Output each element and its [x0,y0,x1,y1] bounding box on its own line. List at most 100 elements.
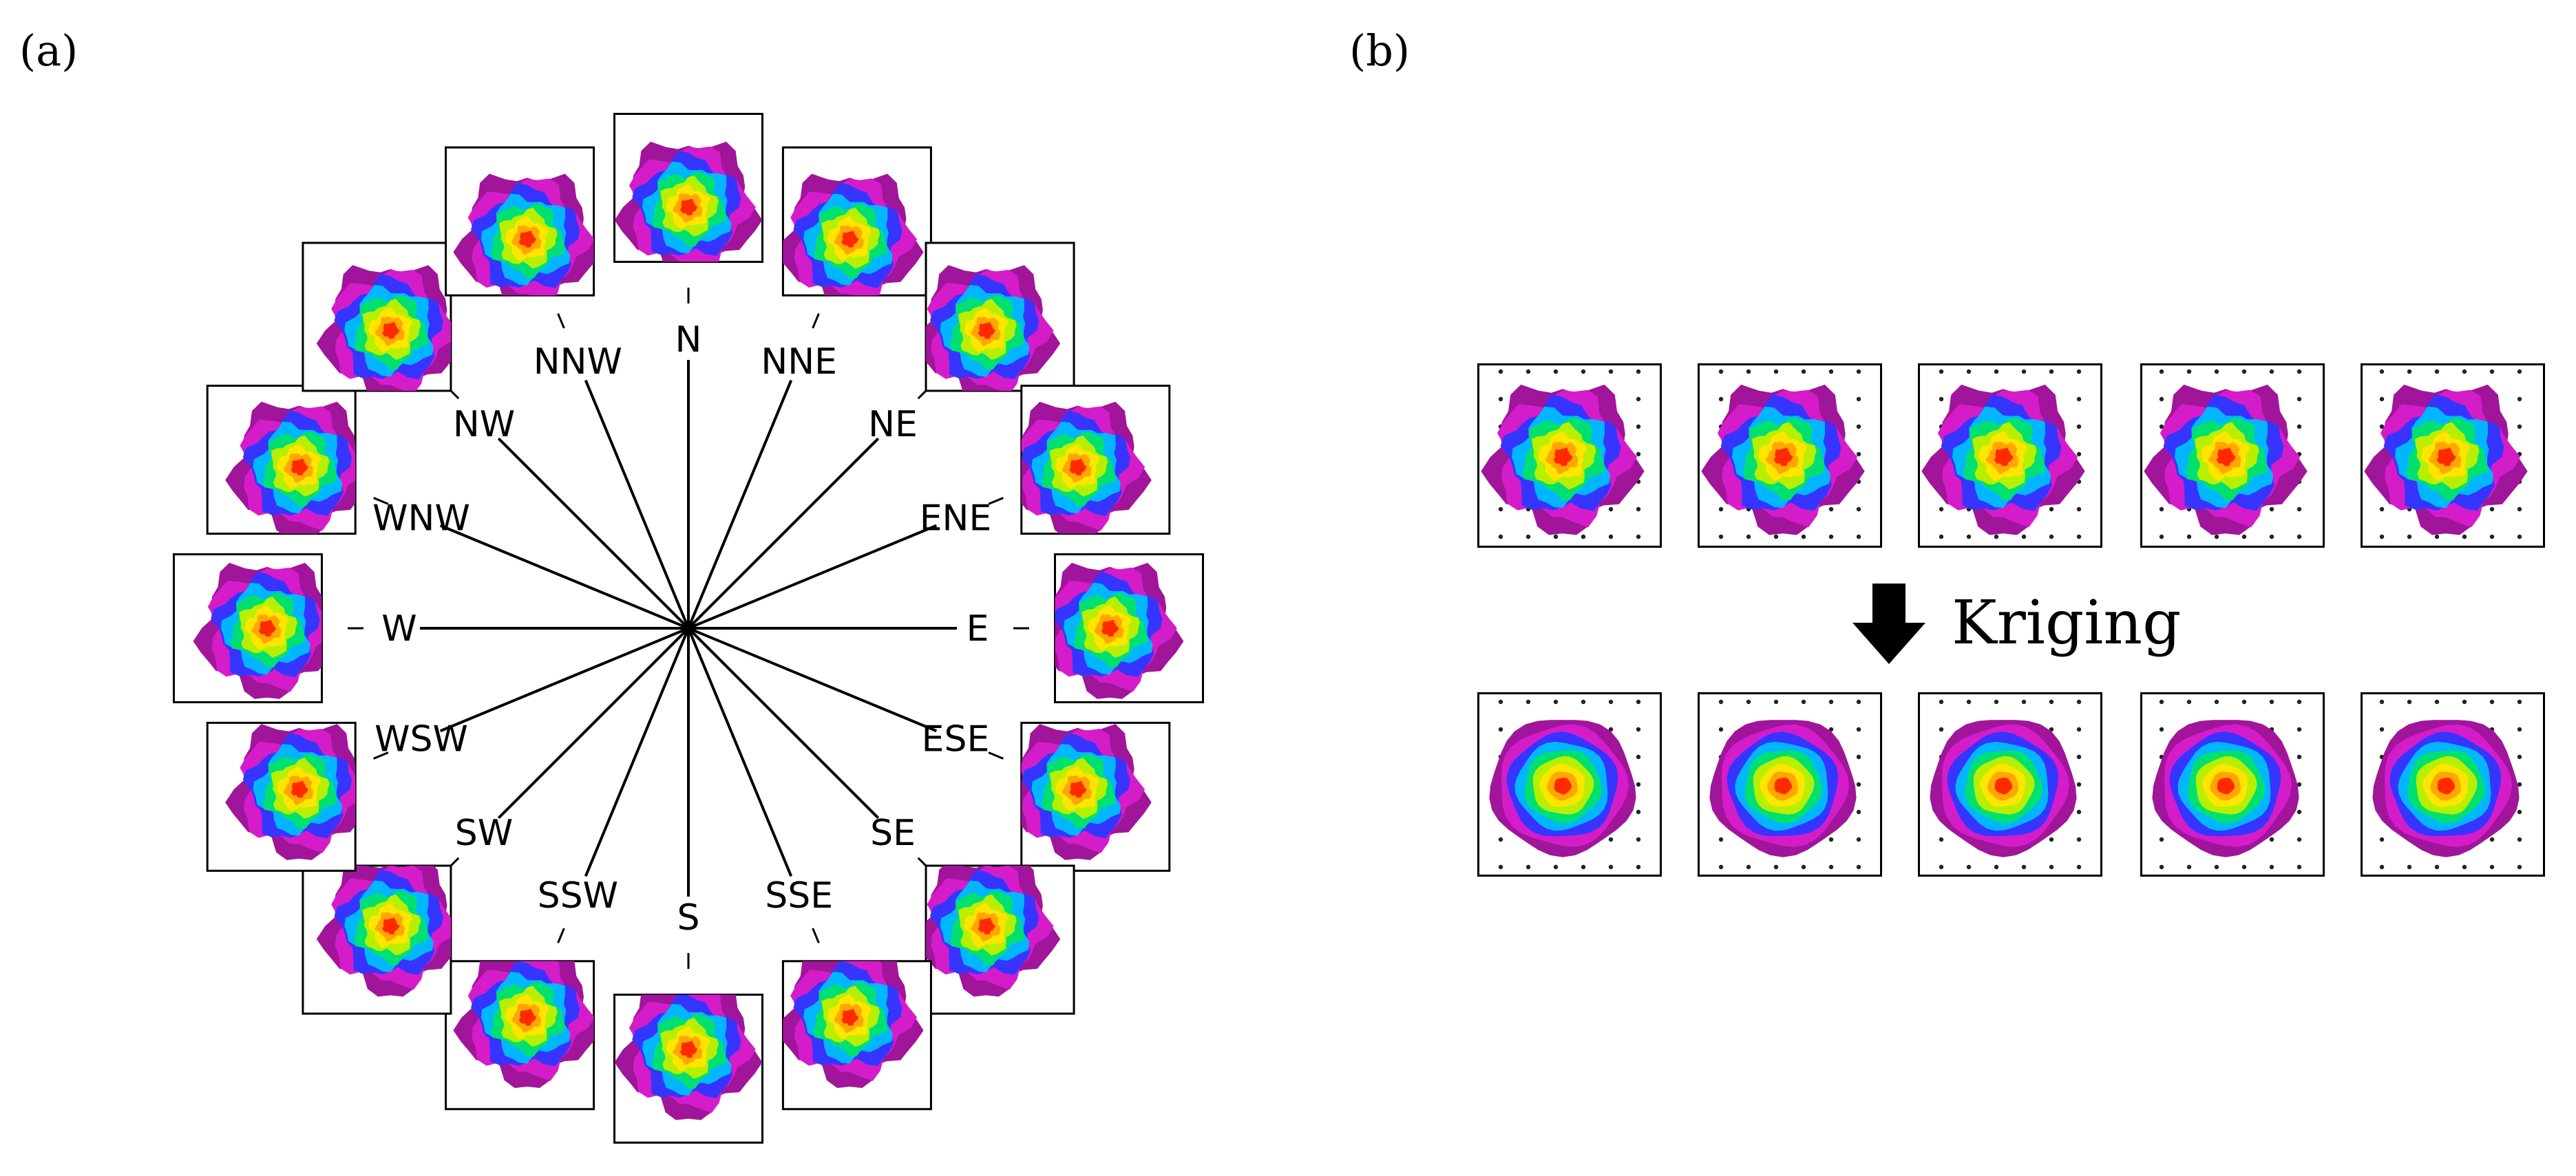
contour-level [518,231,536,248]
direction-label-ene: ENE [920,498,992,539]
heatmap-blob [1489,720,1636,857]
contour-level [1101,619,1119,637]
heatmap-sw [302,864,452,1015]
heatmap-nnw [445,146,595,297]
heatmap-blob [225,724,356,860]
contour-level [1773,447,1793,467]
raw-heatmap-5 [2361,363,2545,548]
direction-label-n: N [675,319,702,361]
direction-label-nw: NW [453,404,515,445]
contour-level [382,321,400,339]
raw-heatmap-row [1477,363,2545,548]
direction-heatmaps [173,113,1204,1144]
heatmap-e [1054,553,1204,703]
heatmap-ne [925,242,1075,392]
contour-level [1553,447,1573,467]
contour-level [679,198,698,216]
tick-ssw [557,928,565,943]
contour-level [2216,447,2236,467]
direction-label-ne: NE [868,404,918,445]
heatmap-blob [2372,720,2520,857]
kriged-heatmap-2 [1698,692,1882,877]
tick-ese [988,751,1004,760]
down-arrow-icon [1852,584,1925,664]
tick-wnw [373,497,389,505]
contour-level [1994,447,2014,467]
heatmap-blob [783,961,924,1089]
heatmap-blob [2144,384,2308,535]
heatmap-ssw [445,960,595,1111]
tick-nne [812,313,820,329]
heatmap-w [173,553,323,703]
contour-level [841,231,859,248]
contour-level [2217,778,2235,795]
heatmap-ese [1020,721,1171,872]
kriged-heatmap-row [1477,692,2545,877]
kriged-heatmap-1 [1477,692,1662,877]
raw-heatmap-3 [1918,363,2102,548]
heatmap-blob [453,173,594,296]
heatmap-blob [453,961,594,1089]
heatmap-blob [1055,562,1184,699]
contour-level [291,458,308,475]
kriged-heatmap-4 [2140,692,2325,877]
heatmap-wsw [206,721,357,872]
heatmap-nw [302,242,452,392]
direction-label-nne: NNE [761,341,837,383]
contour-level [518,1009,536,1026]
heatmap-blob [316,265,451,391]
heatmap-blob [614,141,763,262]
heatmap-s [613,994,763,1144]
kriged-heatmap-5 [2361,692,2545,877]
contour-level [2436,447,2456,467]
heatmap-blob [1021,401,1152,534]
panel-b-label: (b) [1349,25,1410,76]
heatmap-blob [225,401,356,534]
direction-label-se: SE [870,813,916,854]
raw-heatmap-4 [2140,363,2325,548]
heatmap-blob [2152,720,2299,857]
contour-level [1994,778,2012,795]
kriged-heatmap-3 [1918,692,2102,877]
tick-nnw [557,313,565,329]
contour-level [679,1040,698,1058]
heatmap-blob [1701,384,1865,535]
contour-level [382,917,400,934]
panel-a-label: (a) [19,25,78,76]
contour-level [978,321,995,339]
heatmap-blob [1930,720,2077,857]
direction-label-wnw: WNW [372,498,470,539]
heatmap-nne [781,146,932,297]
contour-level [291,780,308,798]
heatmap-blob [926,866,1061,997]
heatmap-blob [1709,720,1857,857]
direction-label-ssw: SSW [538,875,618,917]
raw-heatmap-1 [1477,363,1662,548]
heatmap-blob [614,994,763,1120]
direction-label-s: S [677,897,699,939]
contour-level [1774,778,1792,795]
direction-label-w: W [381,608,416,650]
wind-rose-lines [420,360,957,897]
heatmap-blob [1021,724,1152,860]
tick-ene [988,497,1004,505]
direction-label-nnw: NNW [534,341,622,383]
heatmap-blob [1921,384,2085,535]
heatmap-ene [1020,385,1171,535]
contour-level [258,619,277,637]
heatmap-blob [316,866,451,997]
heatmap-se [925,864,1075,1015]
heatmap-blob [2364,384,2528,535]
raw-heatmap-2 [1698,363,1882,548]
heatmap-blob [783,173,924,296]
direction-label-sse: SSE [765,875,833,917]
contour-level [978,917,995,934]
rose-line [584,379,793,877]
contour-level [1554,778,1572,795]
contour-level [1069,458,1087,475]
heatmap-n [613,113,763,263]
kriging-label: Kriging [1952,587,2181,658]
direction-label-ese: ESE [922,719,990,760]
